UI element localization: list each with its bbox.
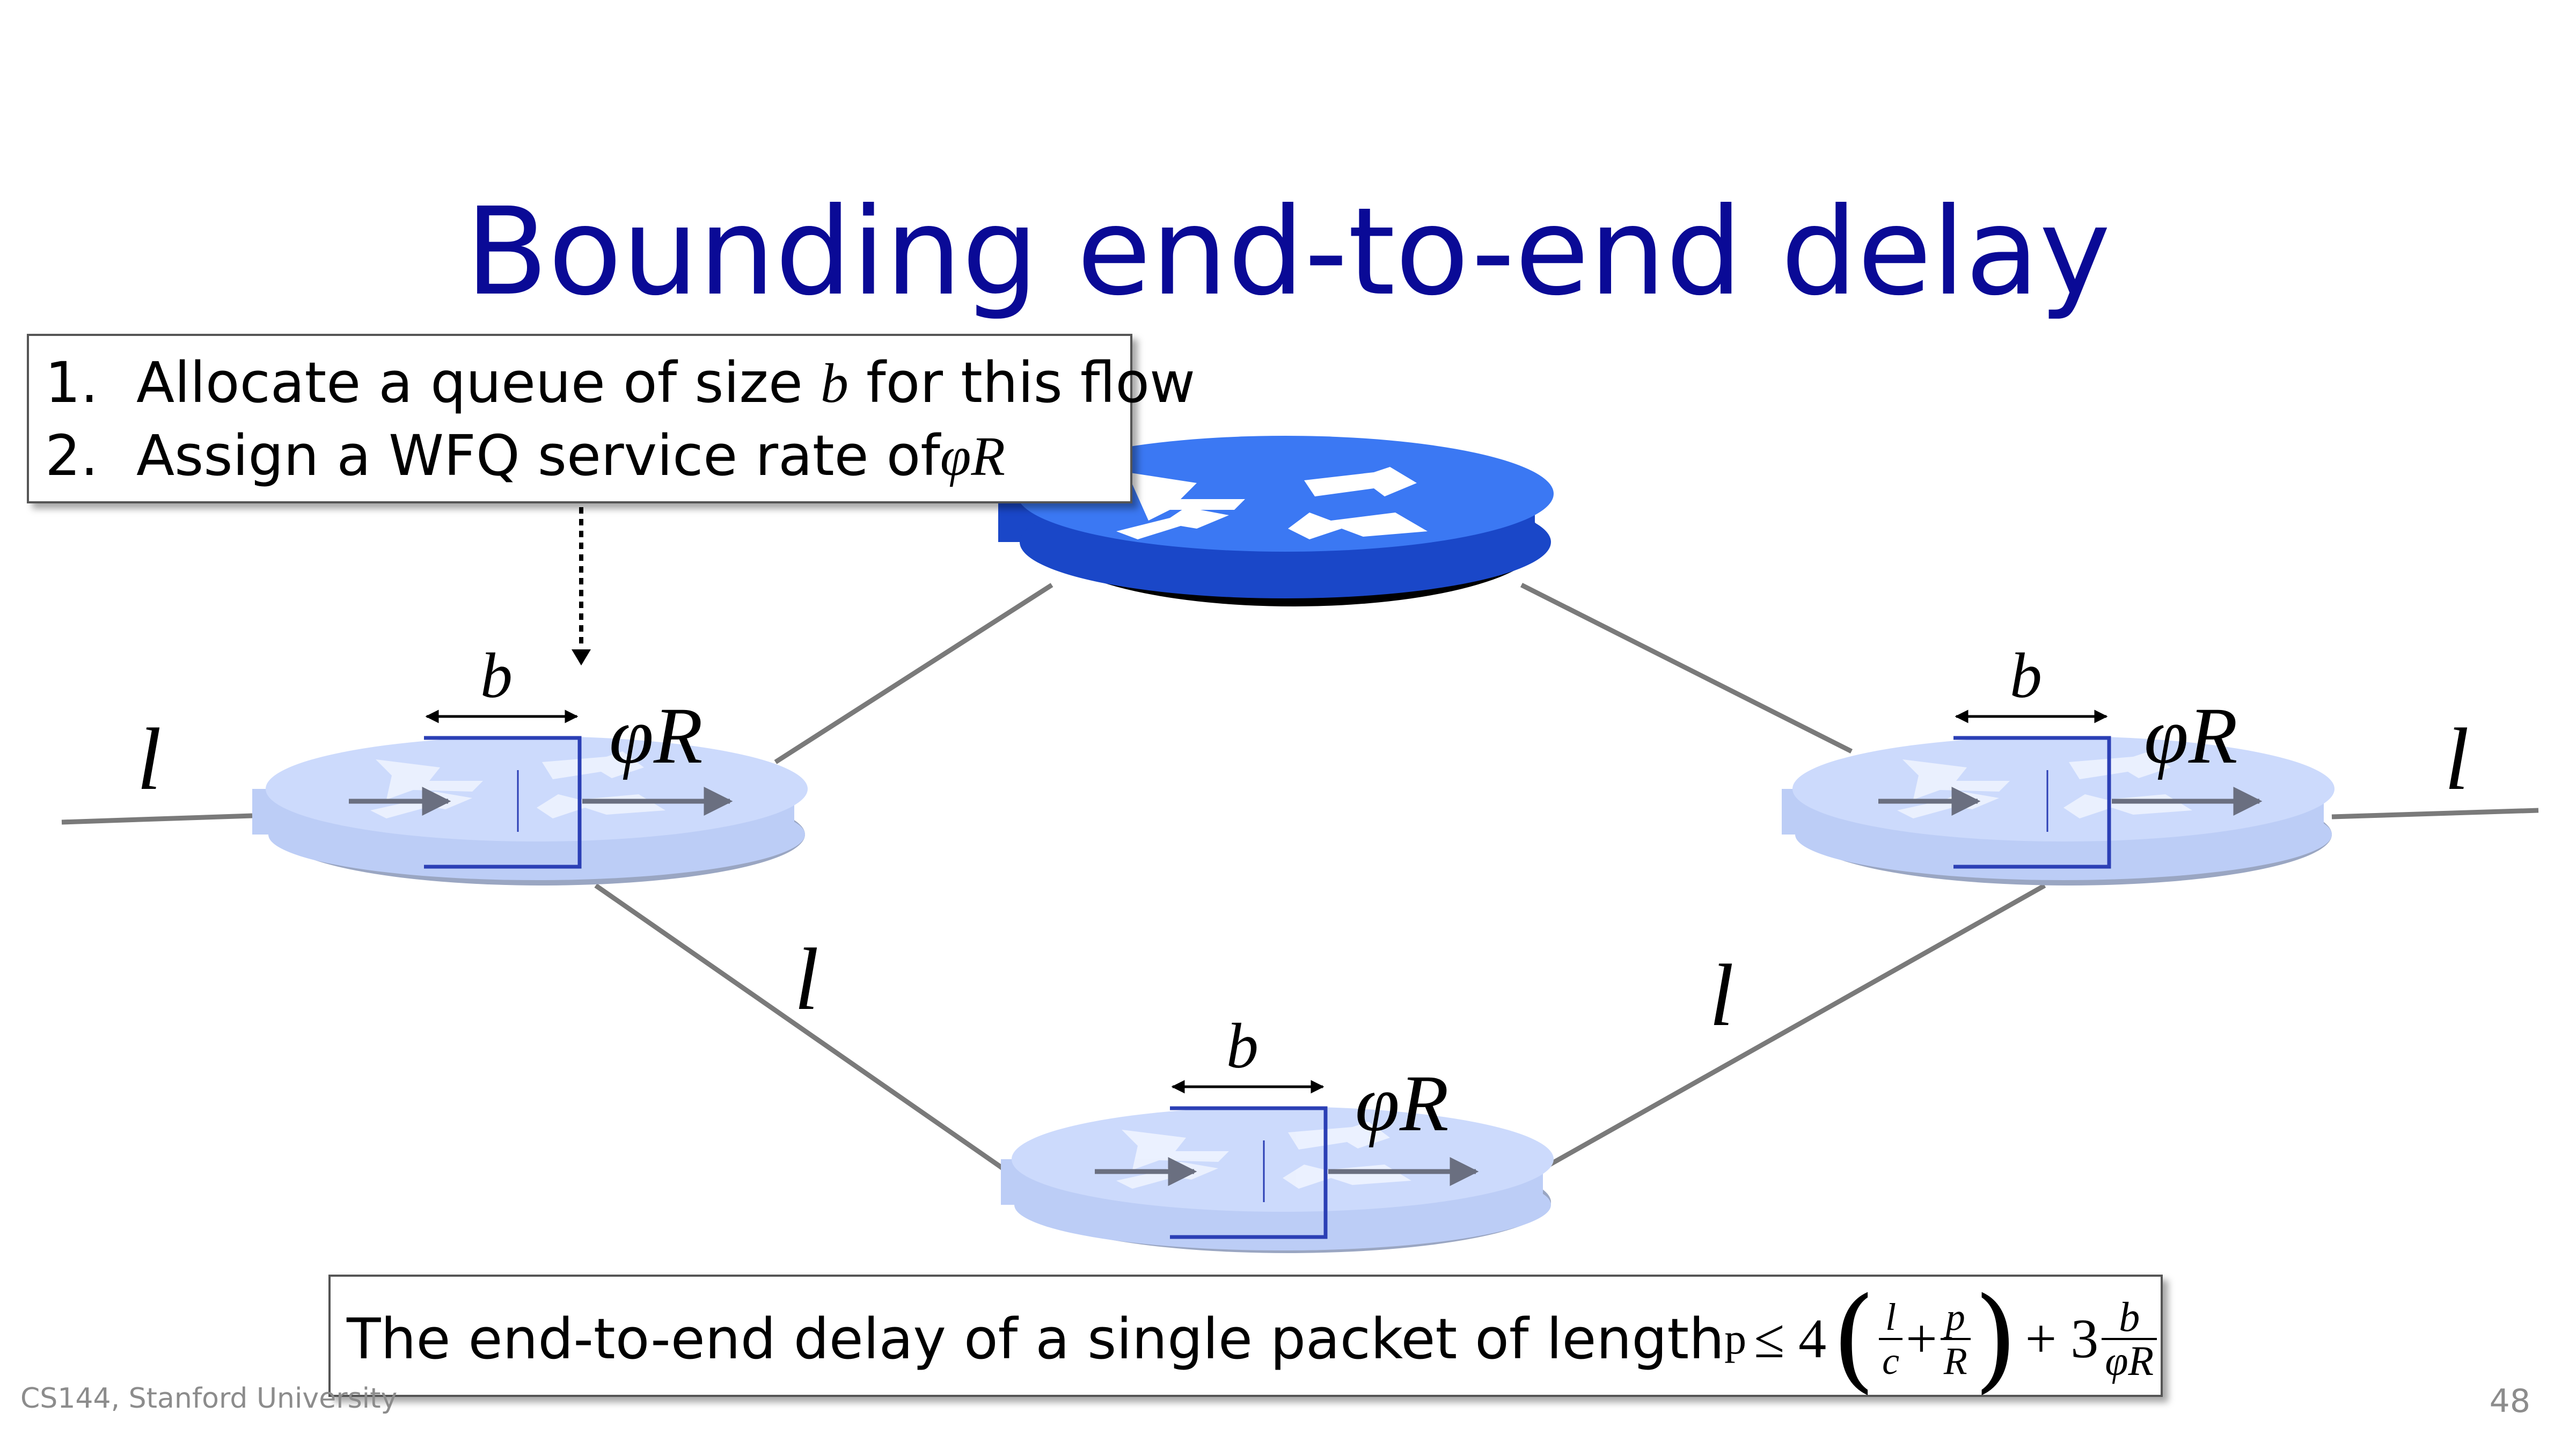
pointer-arrowhead-icon <box>572 649 591 665</box>
formula-plus: + <box>1906 1308 1937 1370</box>
router-bottom <box>1001 1080 1554 1253</box>
link-label-egress: l <box>2445 710 2469 808</box>
router-right <box>1782 709 2334 885</box>
router-arrows-icon <box>1116 467 1428 539</box>
link-label-ingress: l <box>137 710 162 808</box>
link-left-to-core <box>774 583 1053 764</box>
fraction-denominator: R <box>1940 1338 1971 1382</box>
fraction-numerator: p <box>1945 1296 1965 1338</box>
queue-buffer-bottom <box>1170 1106 1328 1239</box>
rate-label-left: φR <box>609 691 703 780</box>
fraction-p-over-r: p R <box>1940 1296 1971 1382</box>
fraction-denominator: c <box>1879 1338 1903 1382</box>
fraction-denominator: φR <box>2102 1338 2157 1382</box>
link-ingress <box>61 813 253 825</box>
step-2: 2. Assign a WFQ service rate ofφR <box>45 421 1005 492</box>
queue-buffer-left <box>424 736 582 869</box>
fraction-numerator: l <box>1885 1296 1897 1338</box>
delay-formula: The end-to-end delay of a single packet … <box>347 1273 2160 1404</box>
links <box>61 582 2539 1175</box>
step-text: Allocate a queue of size <box>136 350 821 415</box>
queue-buffer-right <box>1953 736 2111 869</box>
link-core-to-right <box>1520 582 1853 754</box>
page-number: 48 <box>2489 1382 2530 1420</box>
step-math: b <box>820 353 848 414</box>
link-label-bottom-right: l <box>1709 946 1734 1044</box>
step-number: 1. <box>45 350 99 415</box>
open-paren-icon: ( <box>1832 1273 1876 1404</box>
link-label-left-bottom: l <box>794 930 819 1028</box>
steps-callout: 1. Allocate a queue of size b for this fl… <box>27 334 1195 503</box>
queue-size-label-right: b <box>2010 640 2042 711</box>
step-1: 1. Allocate a queue of size b for this fl… <box>45 348 1195 419</box>
step-number: 2. <box>45 423 99 488</box>
link-egress <box>2331 808 2539 819</box>
close-paren-icon: ) <box>1973 1273 2018 1404</box>
slide-title: Bounding end-to-end delay <box>465 182 2111 323</box>
router-left <box>252 709 808 885</box>
core-router <box>998 436 1554 606</box>
rate-label-bottom: φR <box>1355 1059 1449 1148</box>
link-bottom-to-right <box>1539 883 2046 1172</box>
formula-p: p <box>1724 1314 1747 1363</box>
step-text-after: for this flow <box>848 350 1196 415</box>
fraction-numerator: b <box>2119 1293 2140 1340</box>
queue-size-label-left: b <box>480 640 513 711</box>
footer-course: CS144, Stanford University <box>20 1382 398 1415</box>
formula-leq: ≤ 4 <box>1754 1308 1827 1370</box>
rate-label-right: φR <box>2144 691 2238 780</box>
fraction-b-over-phir: b φR <box>2102 1296 2157 1382</box>
formula-plus-three: + 3 <box>2025 1308 2099 1370</box>
formula-text: The end-to-end delay of a single packet … <box>347 1306 1725 1372</box>
formula-callout: The end-to-end delay of a single packet … <box>328 1275 2163 1397</box>
step-text: Assign a WFQ service rate of <box>136 423 940 488</box>
step-math: φR <box>940 426 1005 487</box>
fraction-l-over-c: l c <box>1879 1296 1903 1382</box>
link-left-to-bottom <box>594 883 1011 1175</box>
queue-size-label-bottom: b <box>1226 1010 1258 1081</box>
